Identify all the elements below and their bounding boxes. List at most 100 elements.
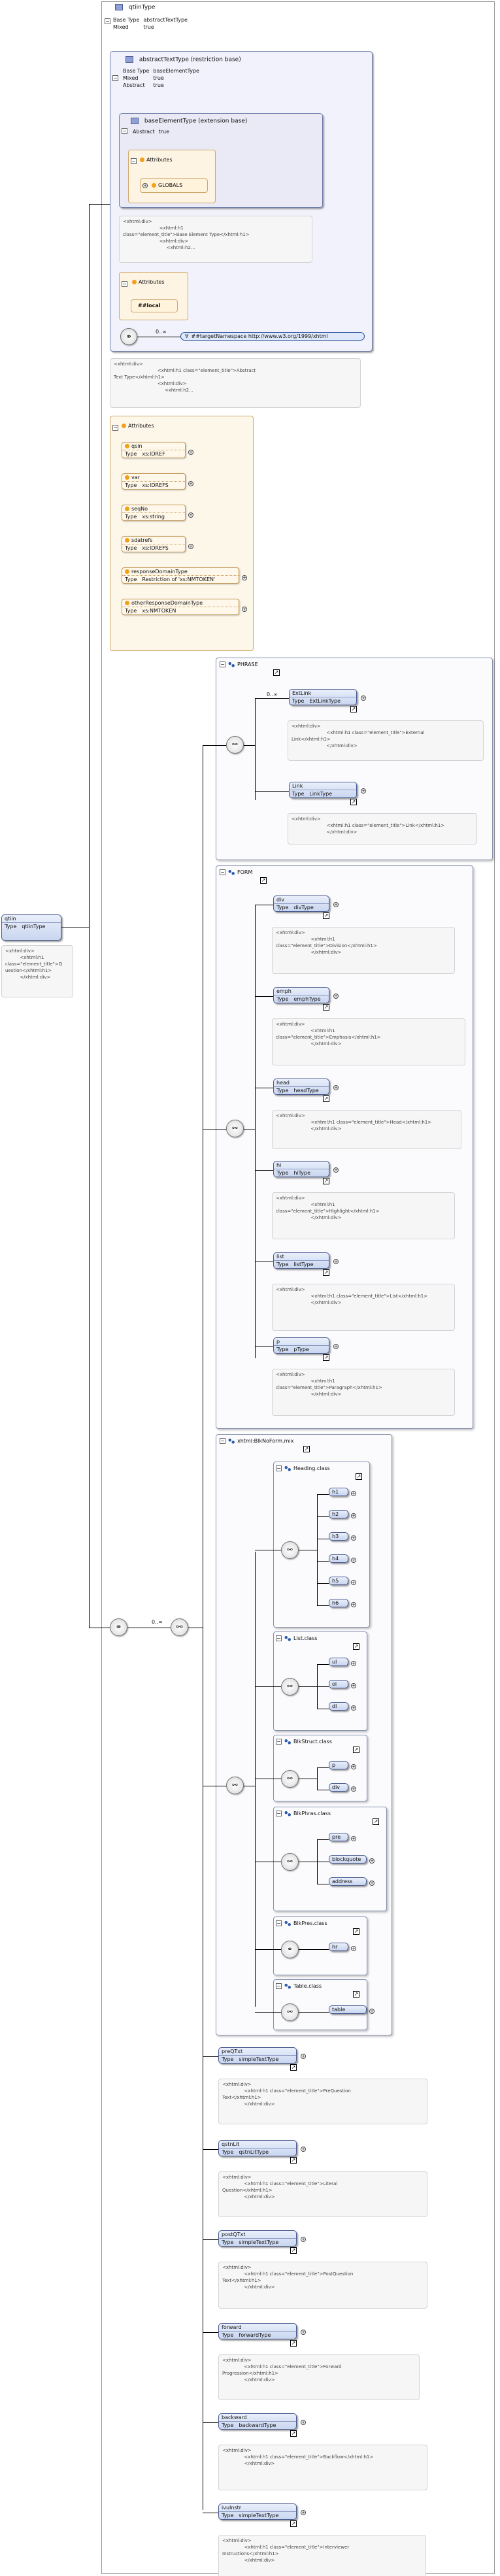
main-choice-compositor[interactable]: ⚯ [171, 1618, 188, 1636]
expand-element[interactable]: + [301, 2147, 306, 2152]
expand-element[interactable]: + [351, 1491, 356, 1496]
form-choice-compositor[interactable]: ⚯ [226, 1120, 244, 1137]
element-hr[interactable]: hr [329, 1943, 348, 1951]
element-blockquote[interactable]: blockquote [329, 1855, 367, 1864]
expand-element[interactable]: + [351, 1513, 356, 1518]
element-h6[interactable]: h6 [329, 1599, 348, 1607]
expand-element[interactable]: + [369, 2009, 375, 2014]
expand-element[interactable]: + [351, 1786, 356, 1792]
element-ol[interactable]: ol [329, 1680, 348, 1688]
expand-element[interactable]: + [351, 1580, 356, 1585]
element-h3[interactable]: h3 [329, 1532, 348, 1541]
expand-attribute[interactable]: + [188, 512, 193, 518]
expand-element[interactable]: + [333, 1167, 339, 1173]
element-jump-icon[interactable]: ↗ [323, 1004, 329, 1011]
collapse-group[interactable]: − [276, 1739, 282, 1745]
local-wildcard[interactable]: ##local [131, 299, 178, 312]
element-jump-icon[interactable]: ↗ [323, 1178, 329, 1184]
element-jump-icon[interactable]: ↗ [350, 799, 357, 805]
expand-element[interactable]: + [351, 1683, 356, 1688]
element-h1[interactable]: h1 [329, 1488, 348, 1496]
collapse-abstract-toggle[interactable]: − [112, 75, 118, 81]
collapse-group[interactable]: − [276, 1983, 282, 1989]
expand-element[interactable]: + [301, 2420, 306, 2425]
globals-group[interactable] [140, 178, 208, 193]
collapse-qtiin-attributes[interactable]: − [112, 425, 118, 431]
expand-element[interactable]: + [301, 2510, 306, 2515]
expand-element[interactable]: + [333, 902, 339, 907]
expand-element[interactable]: + [351, 1764, 356, 1769]
element-h4[interactable]: h4 [329, 1554, 348, 1563]
expand-element[interactable]: + [351, 1705, 356, 1711]
element-jump-icon[interactable]: ↗ [323, 1096, 329, 1102]
element-h5[interactable]: h5 [329, 1577, 348, 1585]
collapse-base-toggle[interactable]: − [122, 128, 127, 134]
element-jump-icon[interactable]: ↗ [350, 706, 357, 712]
group-jump-icon[interactable]: ↗ [353, 1991, 359, 1998]
element-h2[interactable]: h2 [329, 1510, 348, 1518]
expand-attribute[interactable]: + [188, 544, 193, 549]
element-table[interactable]: table [329, 2005, 367, 2014]
expand-element[interactable]: + [301, 2237, 306, 2242]
expand-element[interactable]: + [301, 2054, 306, 2059]
collapse-abstract-attributes[interactable]: − [122, 281, 127, 287]
element-ul[interactable]: ul [329, 1658, 348, 1666]
expand-element[interactable]: + [369, 1858, 375, 1864]
phrase-choice-compositor[interactable]: ⚯ [226, 736, 244, 754]
collapse-form[interactable]: − [220, 869, 225, 875]
expand-element[interactable]: + [351, 1558, 356, 1563]
expand-element[interactable]: + [361, 788, 366, 794]
expand-element[interactable]: + [361, 695, 366, 701]
expand-element[interactable]: + [351, 1602, 356, 1607]
expand-element[interactable]: + [351, 1836, 356, 1841]
element-pre[interactable]: pre [329, 1833, 348, 1841]
element-jump-icon[interactable]: ↗ [290, 2157, 297, 2164]
xhtml-jump-icon[interactable]: ↗ [303, 1446, 310, 1452]
form-jump-icon[interactable]: ↗ [260, 877, 267, 884]
collapse-phrase[interactable]: − [220, 661, 225, 667]
element-jump-icon[interactable]: ↗ [290, 2430, 297, 2437]
collapse-group[interactable]: − [276, 1635, 282, 1641]
element-address[interactable]: address [329, 1877, 367, 1886]
group-jump-icon[interactable]: ↗ [353, 1747, 359, 1753]
element-jump-icon[interactable]: ↗ [290, 2064, 297, 2071]
element-jump-icon[interactable]: ↗ [323, 1354, 329, 1361]
element-dl[interactable]: dl [329, 1702, 348, 1711]
choice-compositor[interactable]: ⚯ [281, 1541, 299, 1559]
phrase-jump-icon[interactable]: ↗ [273, 669, 280, 676]
collapse-group[interactable]: − [276, 1811, 282, 1816]
choice-compositor[interactable]: ⚯ [281, 1678, 299, 1696]
group-jump-icon[interactable]: ↗ [356, 1473, 362, 1480]
expand-attribute[interactable]: + [188, 481, 193, 486]
expand-attribute[interactable]: + [242, 575, 247, 580]
sequence-compositor-wildcard[interactable]: ⚭ [120, 328, 137, 345]
expand-element[interactable]: + [301, 2330, 306, 2335]
element-jump-icon[interactable]: ↗ [290, 2520, 297, 2527]
group-jump-icon[interactable]: ↗ [373, 1818, 379, 1825]
choice-compositor[interactable]: ⚯ [281, 1853, 299, 1871]
choice-compositor[interactable]: ⚯ [281, 2003, 299, 2021]
main-sequence-compositor[interactable]: ⚭ [110, 1618, 127, 1636]
choice-compositor[interactable]: ⚭ [281, 1941, 299, 1958]
collapse-xhtml[interactable]: − [220, 1438, 225, 1444]
group-jump-icon[interactable]: ↗ [353, 1928, 359, 1935]
expand-attribute[interactable]: + [242, 607, 247, 612]
collapse-type-toggle[interactable]: − [105, 18, 110, 24]
element-jump-icon[interactable]: ↗ [290, 2247, 297, 2254]
